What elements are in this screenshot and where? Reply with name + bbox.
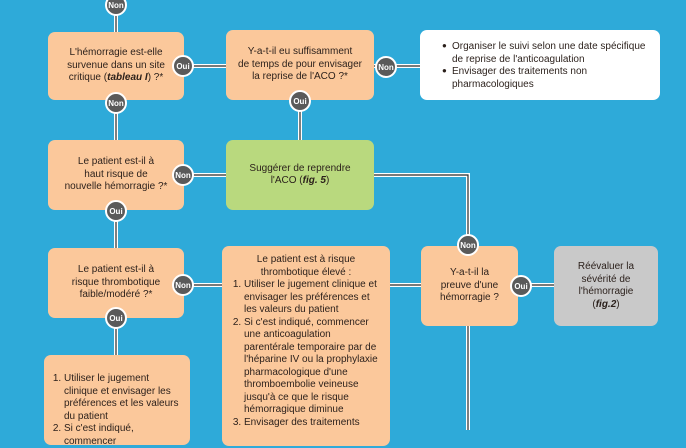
box-reevaluer: Réévaluer la sévérité de l'hémorragie (f…	[554, 246, 658, 326]
badge-non: Non	[375, 56, 397, 78]
organiser-item: Organiser le suivi selon une date spécif…	[442, 41, 650, 66]
box-jugement-clinique: Utiliser le jugement clinique et envisag…	[44, 355, 190, 448]
risque-eleve-item: Si c'est indiqué, commencer une anticoag…	[244, 317, 382, 417]
box-risque-faible: Le patient est-il à risque thrombotique …	[48, 248, 184, 318]
box-organiser-suivi: Organiser le suivi selon une date spécif…	[420, 30, 660, 100]
organiser-item: Envisager des traitements non pharmacolo…	[442, 66, 650, 91]
box-haut-risque: Le patient est-il à haut risque de nouve…	[48, 140, 184, 210]
badge-oui: Oui	[105, 307, 127, 329]
box-reprendre-aco: Suggérer de reprendre l'ACO (fig. 5)	[226, 140, 374, 210]
box-risque-eleve: Le patient est à risque thrombotique éle…	[222, 246, 390, 446]
badge-non: Non	[105, 92, 127, 114]
risque-eleve-item: Envisager des traitements	[244, 417, 382, 430]
badge-oui: Oui	[105, 200, 127, 222]
badge-oui: Oui	[172, 55, 194, 77]
box-site-critique: L'hémorragie est-elle survenue dans un s…	[48, 32, 184, 100]
jugement-item: Utiliser le jugement clinique et envisag…	[64, 373, 184, 423]
jugement-item: Si c'est indiqué, commencer	[64, 423, 184, 448]
badge-non: Non	[105, 0, 127, 16]
risque-eleve-item: Utiliser le jugement clinique et envisag…	[244, 279, 382, 317]
badge-oui: Oui	[510, 275, 532, 297]
badge-non: Non	[172, 164, 194, 186]
badge-oui: Oui	[289, 90, 311, 112]
box-preuve-hemorragie: Y-a-t-il la preuve d'une hémorragie ?	[421, 246, 518, 326]
badge-non: Non	[457, 234, 479, 256]
flowchart: L'hémorragie est-elle survenue dans un s…	[0, 0, 686, 430]
badge-non: Non	[172, 274, 194, 296]
box-temps-suffisant: Y-a-t-il eu suffisamment de temps de pou…	[226, 30, 374, 100]
